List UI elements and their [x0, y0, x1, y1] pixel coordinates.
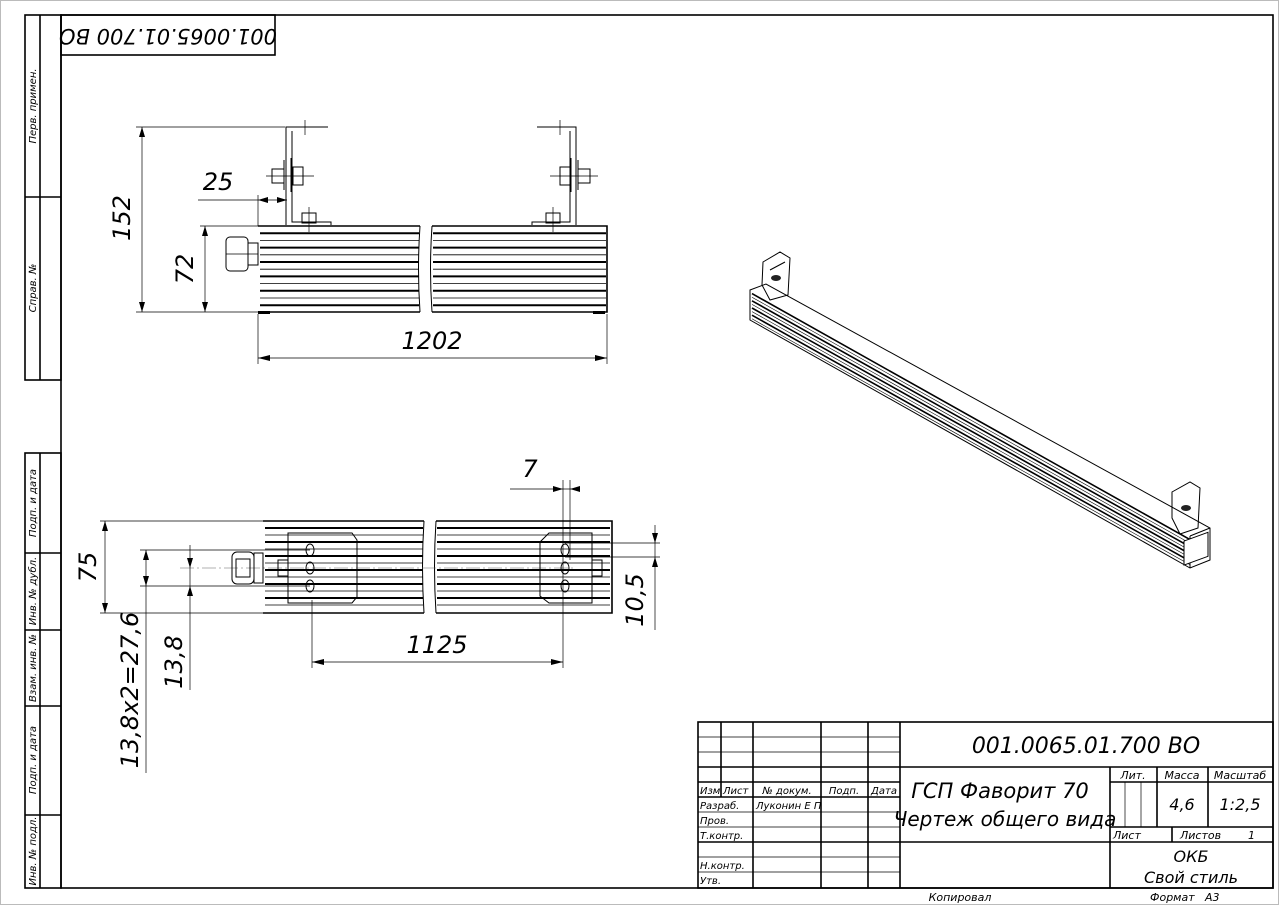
drawing-line — [751, 311, 1191, 558]
role-developer: Разраб. — [700, 800, 739, 812]
format-label: Формат — [1150, 891, 1195, 904]
sheet-label: Лист — [1112, 829, 1141, 842]
dim-height-body: 72 — [171, 254, 199, 285]
org-line-1: ОКБ — [1174, 847, 1209, 866]
dim-width: 75 — [74, 552, 102, 583]
code-stamp-text: 001.0065.01.700 ВО — [59, 24, 277, 48]
title-block: Изм Лист № докум. Подп. Дата Разраб. Лук… — [697, 721, 1274, 889]
drawing-line — [751, 292, 1191, 541]
role-approved: Утв. — [700, 876, 721, 887]
hdr-doc-no: № докум. — [761, 786, 811, 797]
dim-hole-pitch: 13,8 — [160, 635, 188, 688]
drawing-line — [751, 300, 1191, 548]
drawing-line — [751, 318, 1191, 566]
strip-repl-inv: Взам. инв. № — [28, 634, 39, 702]
dim-height-total: 152 — [108, 195, 136, 241]
hdr-izm: Изм — [700, 786, 721, 797]
format-value: А3 — [1204, 891, 1220, 904]
dim-slot-offset: 7 — [522, 455, 538, 483]
isometric-view — [749, 251, 1211, 569]
strip-first-use: Перв. примен. — [28, 68, 39, 143]
role-checker: Пров. — [700, 816, 729, 827]
dim-slot-width: 10,5 — [621, 573, 649, 626]
strip-dup-inv: Инв. № дубл. — [27, 557, 39, 625]
copied-label: Копировал — [929, 891, 992, 904]
drawing-line — [751, 304, 1191, 551]
drawing-frame — [60, 14, 1274, 889]
top-view: 75 13,8х2=27,6 13,8 1125 7 10,5 — [74, 455, 660, 773]
org-line-2: Свой стиль — [1144, 868, 1238, 887]
scale-label: Масштаб — [1214, 769, 1266, 782]
scale-value: 1:2,5 — [1219, 795, 1260, 814]
role-norm-control: Н.контр. — [700, 861, 745, 872]
document-code: 001.0065.01.700 ВО — [972, 734, 1200, 759]
sheets-label: Листов — [1179, 829, 1221, 842]
strip-orig-inv: Инв. № подл. — [28, 817, 39, 886]
lit-label: Лит. — [1119, 769, 1145, 782]
document-title-2: Чертеж общего вида — [894, 807, 1117, 831]
drawing-line — [751, 307, 1191, 555]
mass-label: Масса — [1164, 769, 1199, 782]
hdr-sign: Подп. — [829, 786, 859, 797]
dim-hole-span: 13,8х2=27,6 — [116, 612, 144, 768]
hdr-list: Лист — [722, 786, 750, 797]
dim-bracket-offset: 25 — [203, 168, 234, 196]
strip-sign-date-2: Подп. и дата — [28, 726, 39, 794]
drawing-line — [751, 296, 1191, 544]
developer-name: Луконин Е П — [755, 801, 822, 812]
role-tech-control: Т.контр. — [700, 831, 743, 842]
strip-sign-date-1: Подп. и дата — [28, 469, 39, 537]
side-strip: Перв. примен. Справ. № Подп. и дата Инв.… — [24, 14, 62, 889]
sheets-value: 1 — [1248, 829, 1255, 842]
document-title-1: ГСП Фаворит 70 — [911, 779, 1089, 803]
dim-length: 1202 — [401, 327, 462, 355]
drawing-line — [751, 314, 1191, 562]
hdr-date: Дата — [870, 786, 897, 797]
mass-value: 4,6 — [1169, 795, 1194, 814]
dim-mount-distance: 1125 — [406, 631, 467, 659]
strip-ref-no: Справ. № — [28, 264, 39, 313]
code-stamp: 001.0065.01.700 ВО — [59, 14, 277, 56]
side-view: 152 72 25 1202 — [108, 120, 608, 364]
